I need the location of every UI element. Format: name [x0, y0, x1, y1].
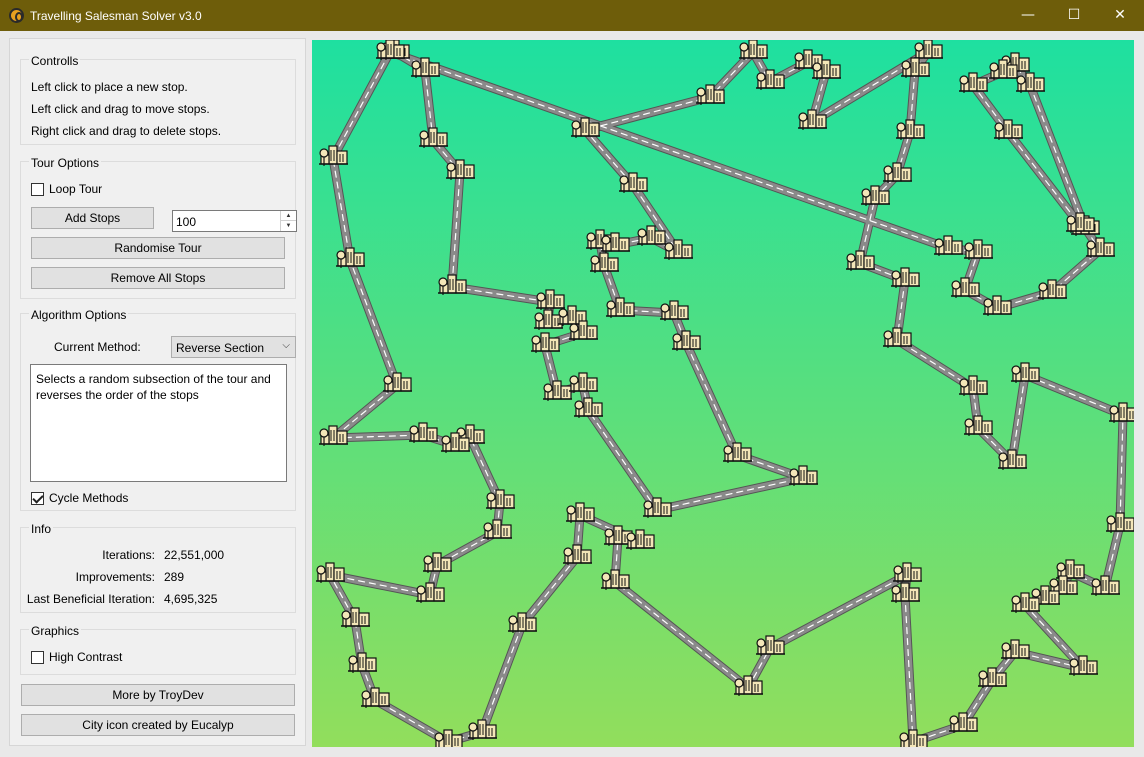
stepper-down-icon[interactable]: ▼: [285, 223, 292, 229]
title-bar: Travelling Salesman Solver v3.0 — ☐ ✕: [0, 0, 1144, 31]
method-select-value[interactable]: Reverse Section: [176, 341, 265, 355]
close-button[interactable]: ✕: [1114, 7, 1126, 23]
tour-options-title: Tour Options: [29, 156, 102, 170]
controls-line-delete: Right click and drag to delete stops.: [31, 124, 222, 138]
cycle-methods-checkbox[interactable]: Cycle Methods: [31, 491, 128, 505]
high-contrast-checkbox[interactable]: High Contrast: [31, 650, 122, 664]
loop-tour-label: Loop Tour: [49, 182, 103, 196]
info-value: 289: [164, 570, 185, 584]
info-key: Last Beneficial Iteration:: [26, 592, 155, 606]
cycle-methods-label: Cycle Methods: [49, 491, 129, 505]
info-key: Iterations:: [102, 548, 155, 562]
stops-count-value[interactable]: 100: [176, 215, 197, 229]
stops-count-stepper[interactable]: 100 ▲ ▼: [172, 210, 297, 232]
controls-line-move: Left click and drag to move stops.: [31, 102, 210, 116]
info-key: Improvements:: [75, 570, 155, 584]
current-method-label: Current Method:: [54, 340, 141, 354]
city-icon-credit-button[interactable]: City icon created by Eucalyp: [21, 714, 295, 736]
tour-options-group: Tour Options Loop Tour Add Stops 100 ▲ ▼…: [20, 156, 297, 299]
control-panel: Controlls Left click to place a new stop…: [9, 38, 306, 746]
stepper-up-icon[interactable]: ▲: [281, 211, 296, 221]
high-contrast-label: High Contrast: [49, 650, 123, 664]
controls-group: Controlls Left click to place a new stop…: [20, 54, 296, 145]
info-value: 4,695,325: [164, 592, 218, 606]
algorithm-options-title: Algorithm Options: [29, 308, 129, 322]
minimize-button[interactable]: —: [1021, 7, 1035, 23]
cycle-methods-check-icon[interactable]: [31, 491, 44, 505]
method-select[interactable]: Reverse Section ⌵: [171, 336, 296, 358]
window-title: Travelling Salesman Solver v3.0: [30, 9, 202, 23]
tour-map[interactable]: [312, 40, 1134, 747]
controls-title: Controlls: [29, 54, 81, 68]
remove-all-stops-button[interactable]: Remove All Stops: [31, 267, 285, 289]
info-title: Info: [29, 522, 54, 536]
loop-tour-checkbox[interactable]: Loop Tour: [31, 182, 102, 196]
graphics-title: Graphics: [29, 624, 82, 638]
stepper-arrows[interactable]: ▲ ▼: [280, 211, 296, 231]
loop-tour-check-icon[interactable]: [31, 182, 44, 196]
method-description: Selects a random subsection of the tour …: [30, 364, 287, 482]
high-contrast-check-icon[interactable]: [31, 650, 44, 664]
info-value: 22,551,000: [164, 548, 225, 562]
maximize-button[interactable]: ☐: [1067, 7, 1081, 23]
tour-map-canvas[interactable]: [312, 40, 1134, 747]
info-group: Info Iterations: 22,551,000 Improvements…: [20, 522, 296, 613]
chevron-down-icon[interactable]: ⌵: [282, 340, 290, 351]
graphics-group: Graphics High Contrast: [20, 624, 296, 675]
controls-line-place: Left click to place a new stop.: [31, 80, 188, 94]
app-logo-icon: [9, 8, 24, 23]
add-stops-button[interactable]: Add Stops: [31, 207, 154, 229]
more-by-troydev-button[interactable]: More by TroyDev: [21, 684, 295, 706]
algorithm-options-group: Algorithm Options Current Method: Revers…: [20, 308, 296, 511]
randomise-tour-button[interactable]: Randomise Tour: [31, 237, 285, 259]
